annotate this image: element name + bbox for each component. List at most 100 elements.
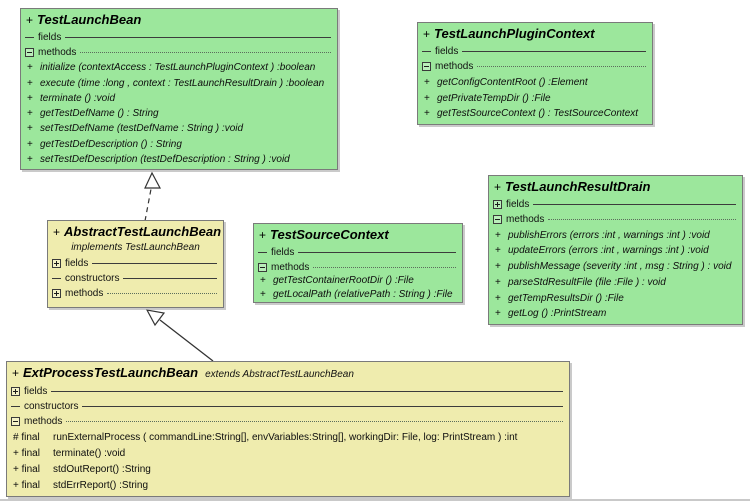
method-signature: stdErrReport() :String	[53, 480, 149, 491]
section-header-constructors: constructors	[48, 270, 223, 285]
section-rule	[313, 266, 456, 268]
section-rule	[107, 292, 217, 294]
expand-icon[interactable]	[52, 258, 61, 268]
method-row[interactable]: +publishMessage (severity :int , msg : S…	[489, 261, 742, 273]
method-row[interactable]: +getConfigContentRoot () :Element	[418, 77, 652, 89]
section-label: methods	[38, 46, 77, 58]
class-title[interactable]: +TestLaunchResultDrain	[489, 176, 742, 196]
class-title[interactable]: +TestLaunchPluginContext	[418, 23, 652, 43]
collapse-icon[interactable]	[258, 262, 267, 272]
method-row[interactable]: + getPrivateTempDir () :File	[418, 93, 652, 105]
method-row[interactable]: + final stdErrReport() :String	[7, 480, 569, 492]
method-signature: terminate() :void	[53, 448, 126, 459]
method-row[interactable]: + initialize (contextAccess : TestLaunchP…	[21, 62, 337, 74]
class-title[interactable]: +AbstractTestLaunchBean	[48, 221, 223, 241]
section-fields: fields	[418, 43, 652, 58]
expand-icon[interactable]	[493, 199, 502, 209]
method-row[interactable]: +getTempResultsDir () :File	[489, 293, 742, 305]
method-signature: stdOutReport() :String	[53, 464, 151, 475]
method-row[interactable]: +getTestDefName () : String	[21, 108, 337, 120]
section-rule	[462, 50, 646, 52]
method-row[interactable]: +setTestDefDescription (testDefDescripti…	[21, 154, 337, 166]
extends-arrow[interactable]	[145, 309, 214, 362]
method-row[interactable]: +getTestContainerRootDir () :File	[254, 275, 462, 287]
method-row[interactable]: +updateErrors (errors :int , warnings :i…	[489, 245, 742, 257]
section-header-fields: fields	[7, 383, 569, 398]
section-methods: methods+publishErrors (errors :int , war…	[489, 211, 742, 324]
section-rule	[533, 203, 736, 205]
method-row[interactable]: +getLog () :PrintStream	[489, 308, 742, 320]
method-row[interactable]: +getTestDefDescription () : String	[21, 139, 337, 151]
method-row[interactable]: +setTestDefName (testDefName : String ) …	[21, 123, 337, 135]
section-label: fields	[435, 45, 459, 57]
collapse-icon[interactable]	[422, 61, 431, 71]
hollow-triangle-icon	[144, 171, 161, 189]
section-constructors: constructors	[48, 270, 223, 285]
empty-section-dash-icon	[422, 50, 431, 52]
member-rows: + initialize (contextAccess : TestLaunchP…	[21, 59, 337, 169]
member-modifier: +	[260, 288, 266, 300]
section-rule	[82, 405, 563, 407]
section-header-fields: fields	[254, 244, 462, 259]
method-signature: terminate () :void	[40, 92, 116, 104]
member-modifier: +	[495, 292, 501, 304]
section-header-fields: fields	[48, 255, 223, 270]
section-rule	[65, 36, 331, 38]
class-title[interactable]: +TestLaunchBean	[21, 9, 337, 29]
implements-arrow[interactable]	[144, 171, 161, 222]
member-modifier: + final	[13, 480, 40, 491]
section-methods: methods + initialize (contextAccess : Test…	[21, 44, 337, 169]
member-modifier: +	[27, 153, 33, 165]
method-signature: initialize (contextAccess : TestLaunchPl…	[40, 62, 316, 74]
member-modifier: +	[424, 92, 430, 104]
method-row[interactable]: +terminate () :void	[21, 93, 337, 105]
member-modifier: + final	[13, 448, 40, 459]
section-label: constructors	[24, 400, 79, 412]
expand-icon[interactable]	[11, 386, 20, 396]
method-signature: getPrivateTempDir () :File	[437, 92, 551, 104]
section-label: methods	[65, 287, 104, 299]
section-fields: fields	[48, 255, 223, 270]
member-modifier: +	[27, 62, 33, 74]
empty-section-dash-icon	[11, 405, 20, 407]
section-header-methods: methods	[48, 285, 223, 300]
collapse-icon[interactable]	[493, 214, 502, 224]
hollow-triangle-icon	[145, 309, 166, 327]
class-title[interactable]: +TestSourceContext	[254, 224, 462, 244]
section-methods: methods+getConfigContentRoot () :Element…	[418, 58, 652, 124]
collapse-icon[interactable]	[11, 416, 20, 426]
section-fields: fields	[7, 383, 569, 398]
class-name: TestLaunchBean	[37, 12, 142, 27]
method-signature: parseStdResultFile (file :File ) : void	[508, 276, 666, 288]
section-label: methods	[271, 261, 310, 273]
collapse-icon[interactable]	[25, 47, 34, 57]
section-header-fields: fields	[489, 196, 742, 211]
visibility-modifier: +	[12, 366, 20, 380]
section-label: fields	[506, 198, 530, 210]
method-row[interactable]: +publishErrors (errors :int , warnings :…	[489, 230, 742, 242]
class-name: TestSourceContext	[270, 227, 389, 242]
method-row[interactable]: +parseStdResultFile (file :File ) : void	[489, 277, 742, 289]
section-label: fields	[24, 385, 48, 397]
method-row[interactable]: +getTestSourceContext () : TestSourceCon…	[418, 108, 652, 120]
member-modifier: +	[495, 229, 501, 241]
empty-section-dash-icon	[25, 36, 34, 38]
section-fields: fields	[254, 244, 462, 259]
method-row[interactable]: +execute (time :long , context : TestLau…	[21, 78, 337, 90]
visibility-modifier: +	[259, 228, 267, 242]
method-row[interactable]: + final terminate() :void	[7, 448, 569, 460]
method-row[interactable]: +getLocalPath (relativePath : String ) :…	[254, 289, 462, 301]
expand-icon[interactable]	[52, 288, 61, 298]
